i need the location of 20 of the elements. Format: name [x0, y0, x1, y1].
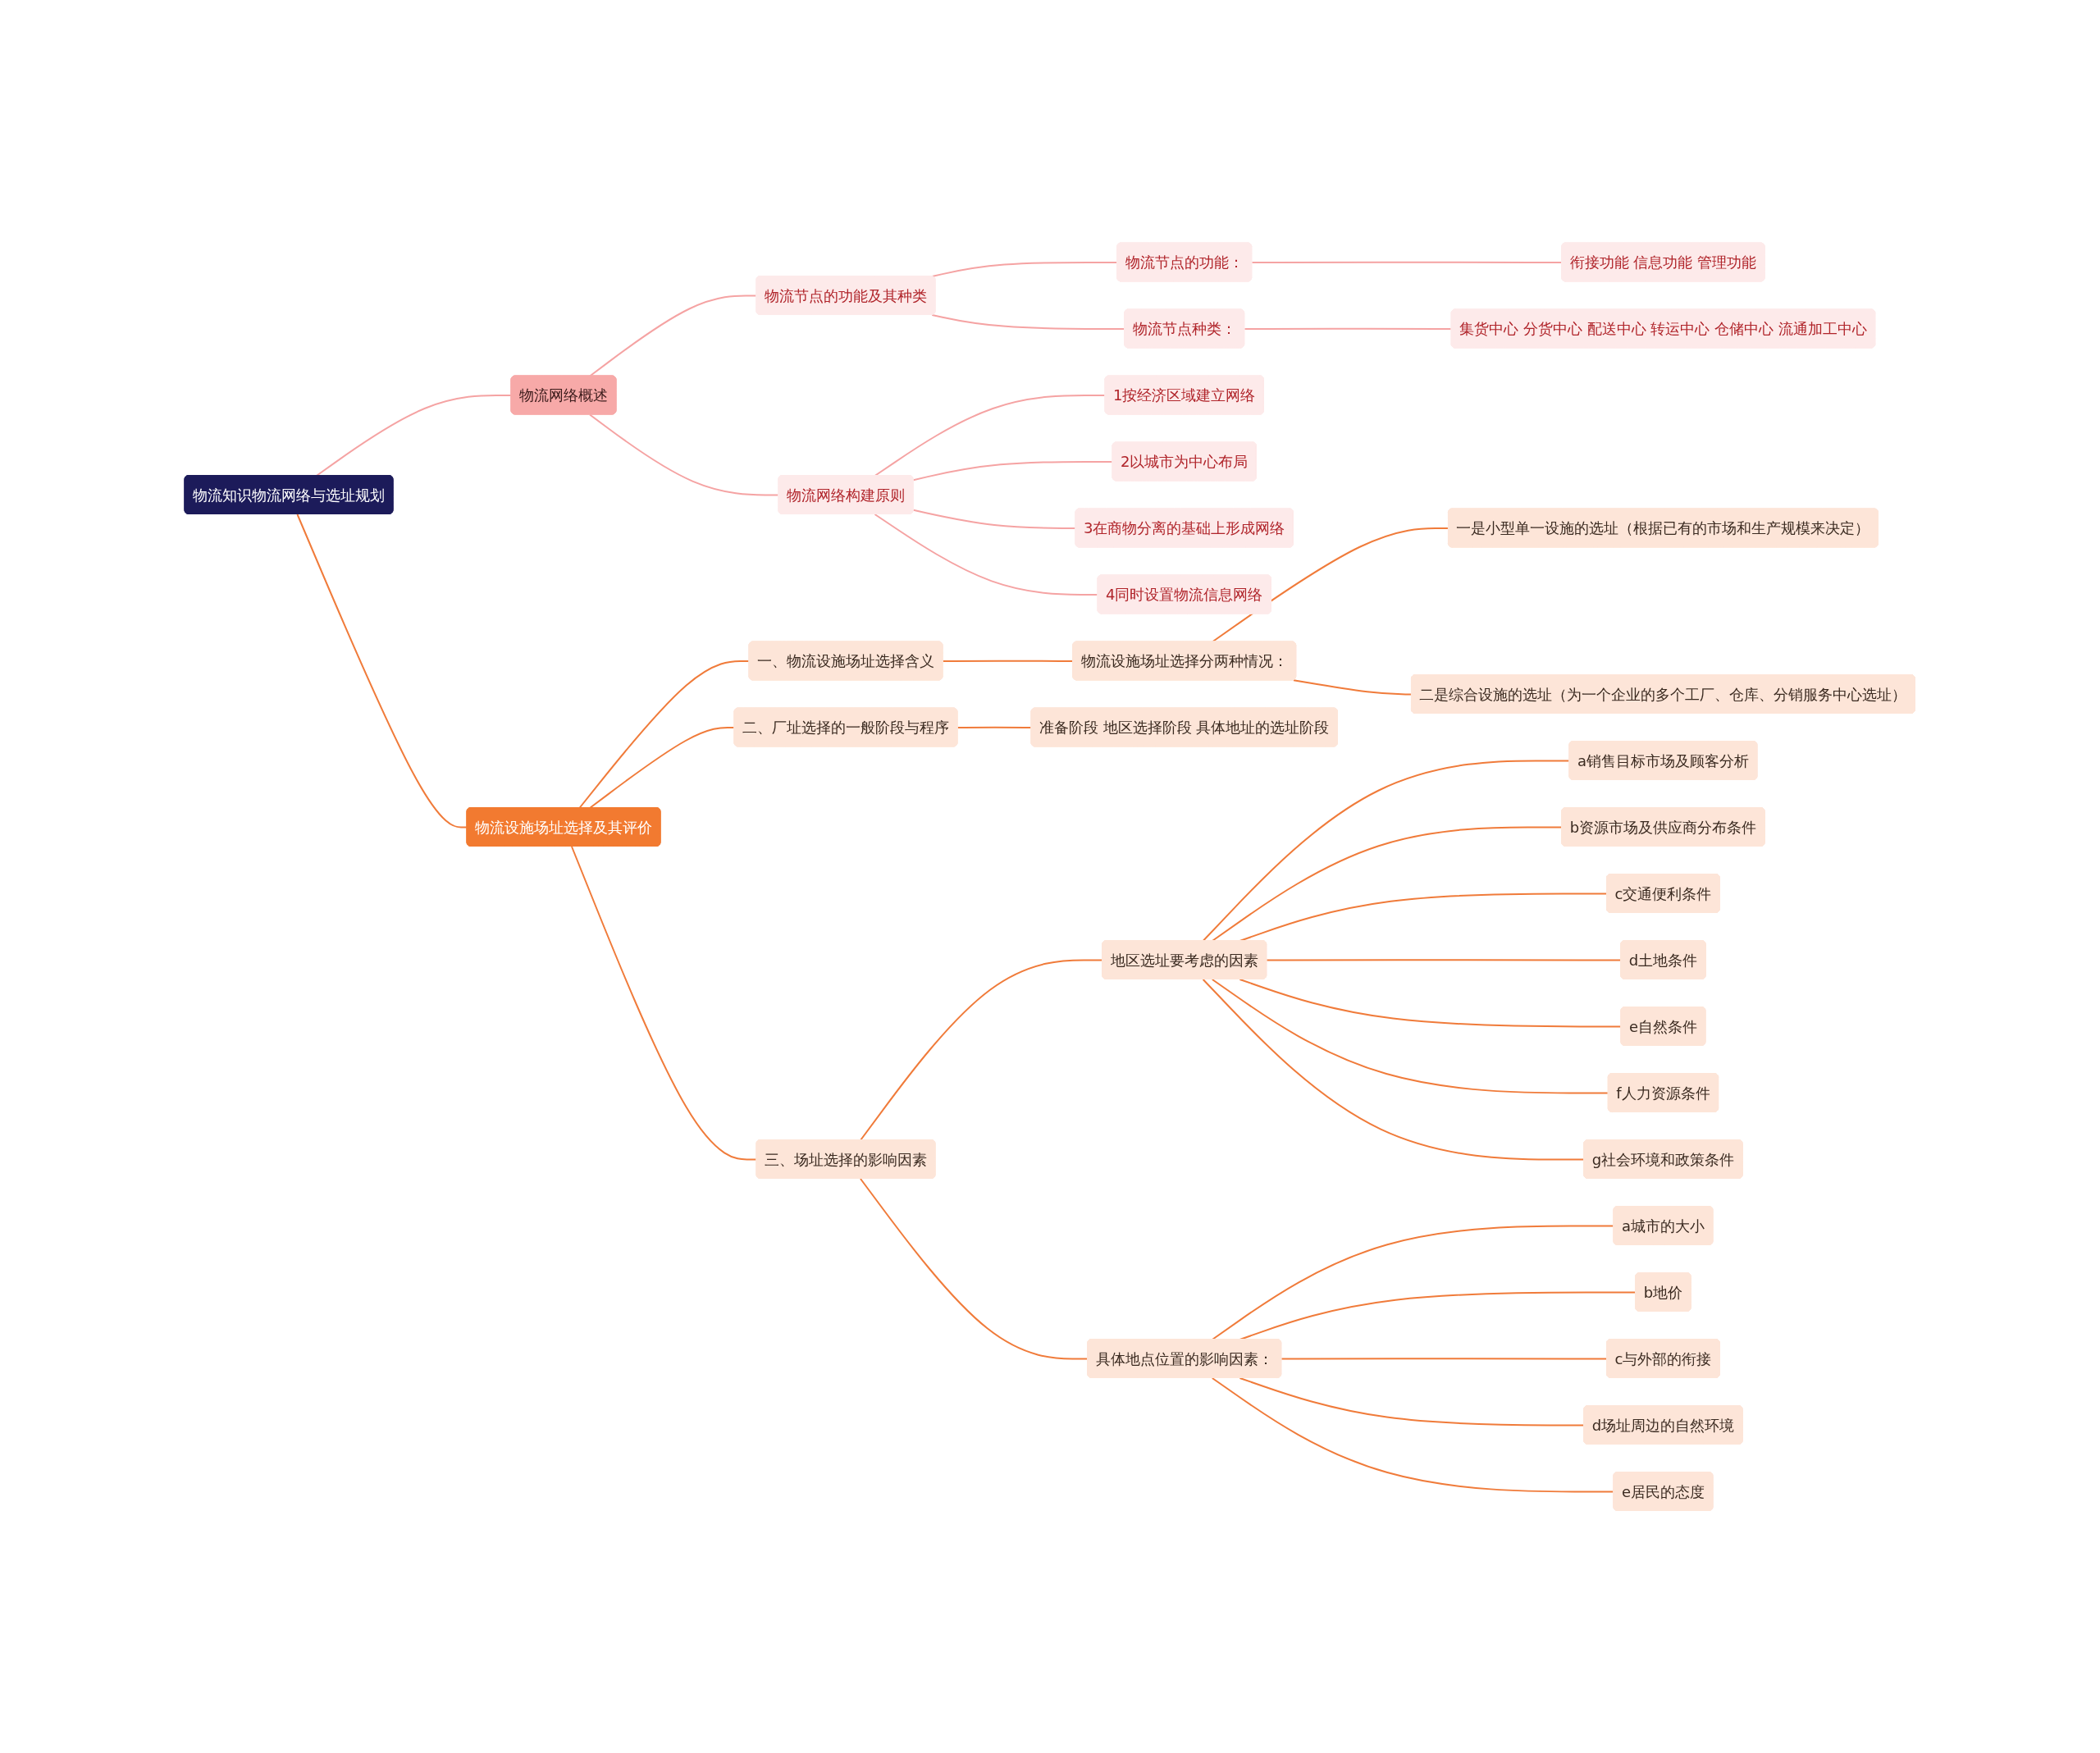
connector: [589, 726, 736, 809]
connector: [1212, 1225, 1615, 1340]
connector: [1239, 1376, 1586, 1427]
connector: [1212, 1376, 1615, 1493]
connector: [956, 726, 1033, 728]
connector: [1212, 826, 1564, 942]
connector: [589, 413, 780, 496]
connector: [874, 394, 1107, 477]
connector: [296, 513, 468, 829]
connector: [874, 513, 1099, 596]
connector: [578, 660, 751, 809]
connector: [1202, 760, 1571, 942]
connector: [912, 509, 1077, 529]
connector: [1244, 327, 1453, 330]
connector: [316, 394, 513, 477]
connector: [571, 845, 758, 1161]
connector: [1202, 978, 1586, 1161]
connector: [912, 460, 1114, 481]
connector: [1239, 978, 1623, 1028]
connector: [1266, 958, 1623, 961]
